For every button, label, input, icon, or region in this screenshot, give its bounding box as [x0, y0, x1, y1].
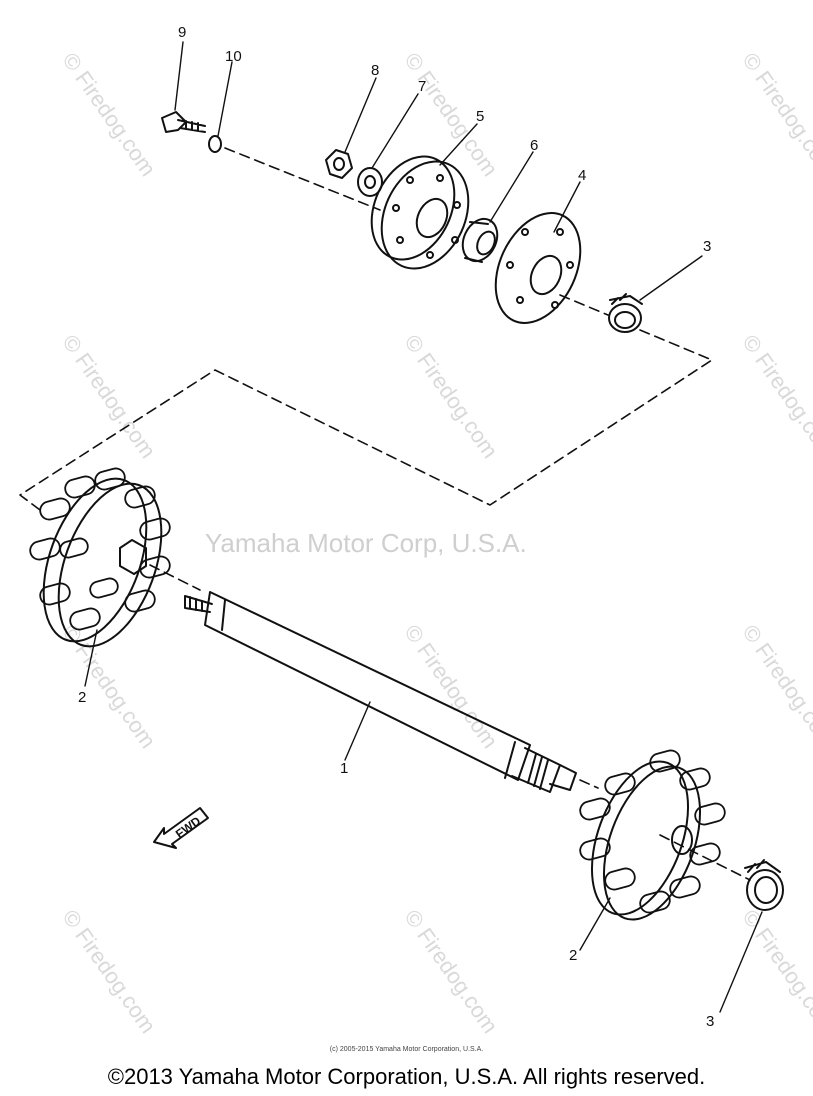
callout-7: 7 [418, 78, 427, 95]
flange-part-4 [494, 212, 582, 324]
shaft-part-1 [184, 591, 577, 793]
callout-3-top: 3 [703, 238, 712, 255]
callout-5: 5 [476, 108, 485, 125]
sprocket-part-2-left [29, 467, 171, 648]
bolt-part-9 [161, 111, 206, 133]
callout-6: 6 [530, 137, 539, 154]
leader-lines [84, 41, 763, 1013]
nut-part-8 [325, 149, 353, 179]
bearing-part-6 [461, 217, 499, 263]
sprocket-part-2-right [579, 749, 726, 921]
washer-part-7 [357, 167, 383, 197]
washer-part-10 [208, 135, 222, 153]
clamp-part-3-top [608, 293, 643, 333]
callout-1: 1 [340, 760, 349, 777]
housing-part-5 [370, 155, 470, 270]
callout-2-right: 2 [569, 947, 578, 964]
clamp-part-3-bottom [744, 859, 784, 911]
arrow-left-icon: FWD [153, 807, 209, 849]
callout-8: 8 [371, 62, 380, 79]
callout-4: 4 [578, 167, 587, 184]
watermark-yamaha: Yamaha Motor Corp, U.S.A. [205, 528, 527, 558]
callout-3-bottom: 3 [706, 1013, 715, 1030]
callout-2-left: 2 [78, 689, 87, 706]
fine-print: (c) 2005-2015 Yamaha Motor Corporation, … [329, 1046, 484, 1053]
callout-10: 10 [225, 48, 242, 65]
copyright-line: ©2013 Yamaha Motor Corporation, U.S.A. A… [107, 1064, 706, 1089]
fwd-arrow: FWD [150, 800, 212, 855]
assembly-line [19, 147, 751, 881]
callout-9: 9 [178, 24, 187, 41]
